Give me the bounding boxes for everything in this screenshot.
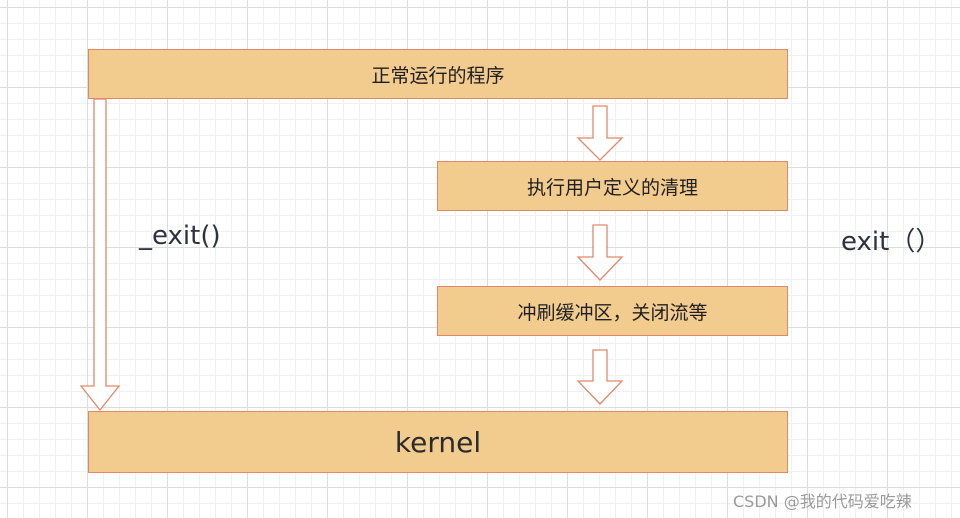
kernel-label: kernel	[394, 425, 482, 459]
flush-buffers-label: 冲刷缓冲区，关闭流等	[517, 301, 708, 324]
running-program-box: 正常运行的程序	[88, 49, 788, 99]
running-program-label: 正常运行的程序	[371, 64, 505, 87]
arrow-to-flush	[576, 224, 624, 281]
exit-direct-arrow	[79, 98, 121, 412]
csdn-watermark: CSDN @我的代码爱吃辣	[733, 492, 912, 511]
flush-buffers-box: 冲刷缓冲区，关闭流等	[437, 286, 788, 336]
arrow-to-kernel	[576, 349, 624, 405]
underscore-exit-label: _exit()	[139, 221, 221, 251]
kernel-box: kernel	[88, 411, 788, 473]
arrow-to-cleanup	[576, 105, 624, 161]
user-cleanup-label: 执行用户定义的清理	[526, 176, 698, 199]
user-cleanup-box: 执行用户定义的清理	[437, 161, 788, 211]
exit-label: exit（）	[841, 227, 942, 257]
